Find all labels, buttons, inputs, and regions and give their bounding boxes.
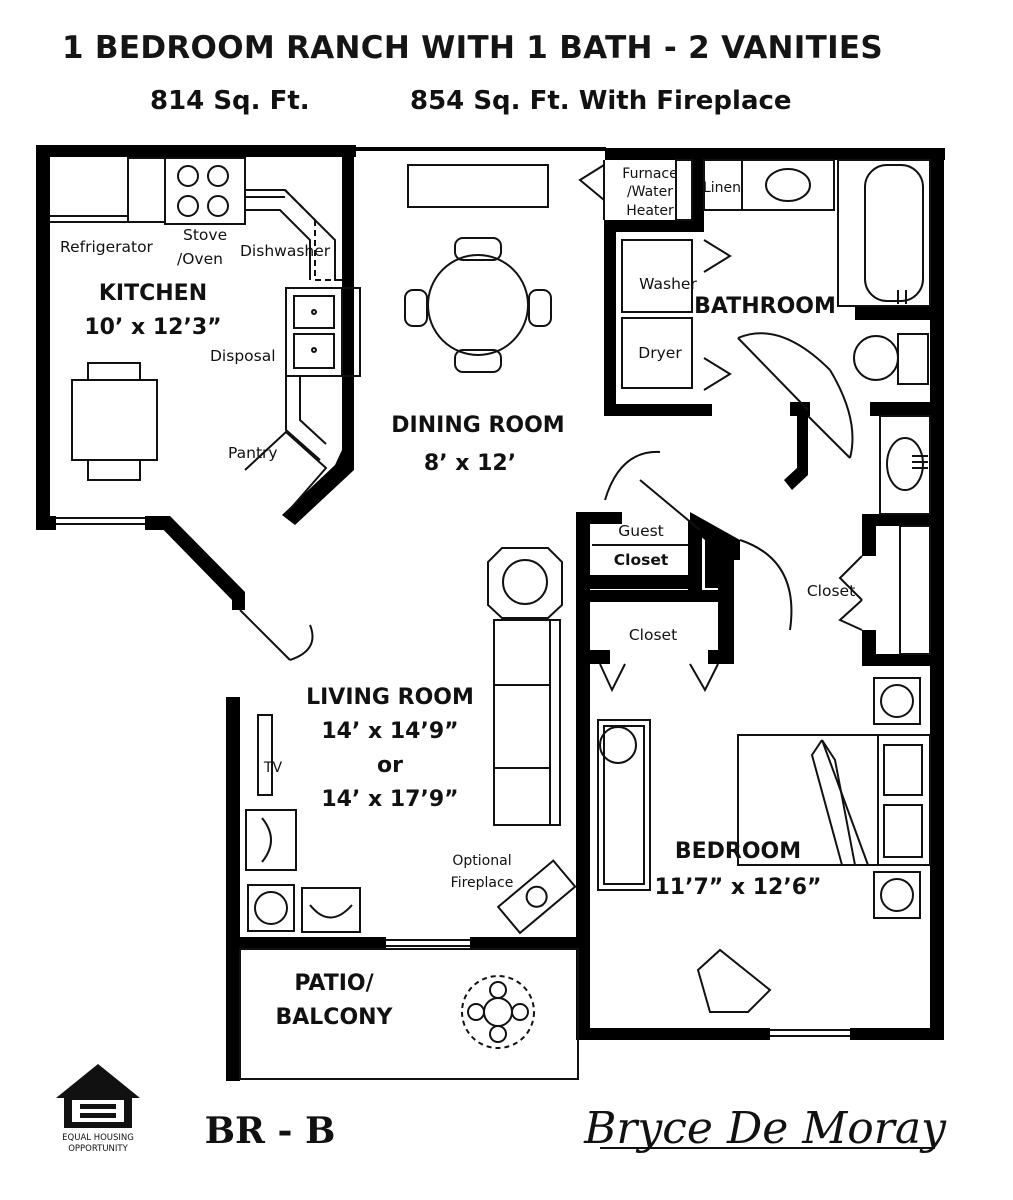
- dryer-label: Dryer: [638, 344, 682, 362]
- bathtub-icon: [837, 159, 931, 307]
- furnace-label-1: Furnace: [622, 166, 677, 182]
- plan-code: BR - B: [205, 1110, 336, 1152]
- washer-icon: [621, 239, 693, 313]
- dining-size: 8’ x 12’: [424, 451, 516, 476]
- furnace-label-2: /Water: [627, 184, 673, 200]
- patio-line2: BALCONY: [275, 1005, 393, 1030]
- bedroom-size: 11’7” x 12’6”: [655, 875, 822, 900]
- brand-logo: Bryce De Moray: [583, 1103, 947, 1154]
- kitchen-table-icon: [71, 379, 158, 461]
- tv-label: TV: [263, 760, 283, 776]
- chair-icon: [696, 948, 772, 1013]
- fireplace-icon: [496, 859, 577, 935]
- dryer-icon: [621, 317, 693, 389]
- patio-line1: PATIO/: [294, 971, 374, 996]
- bench-icon: [407, 164, 549, 208]
- fixture-labels: Refrigerator Stove /Oven Dishwasher Disp…: [60, 166, 855, 891]
- walls: [36, 145, 945, 1081]
- square-footage-fireplace: 854 Sq. Ft. With Fireplace: [410, 86, 792, 116]
- eho-line2: OPPORTUNITY: [68, 1144, 128, 1154]
- dining-table-icon: [427, 254, 529, 356]
- dishwasher-label: Dishwasher: [240, 242, 331, 260]
- fixtures: [50, 157, 931, 1080]
- room-labels: KITCHEN 10’ x 12’3” DINING ROOM 8’ x 12’…: [84, 281, 835, 1030]
- eho-line1: EQUAL HOUSING: [62, 1133, 134, 1143]
- bedroom-closet-label: Closet: [629, 626, 677, 644]
- vanity2-icon: [879, 415, 931, 515]
- dining-name: DINING ROOM: [391, 413, 564, 438]
- dresser-icon: [597, 719, 651, 891]
- living-or: or: [377, 753, 403, 778]
- stove-icon: [164, 157, 246, 225]
- square-footage: 814 Sq. Ft.: [150, 86, 310, 116]
- refrigerator-label: Refrigerator: [60, 238, 154, 256]
- guest-closet-label-1: Guest: [618, 522, 664, 540]
- end-table-icon: [487, 547, 563, 619]
- fireplace-label-1: Optional: [452, 853, 511, 869]
- bathroom-name: BATHROOM: [694, 294, 836, 319]
- furnace-label-3: Heater: [626, 203, 674, 219]
- living-name: LIVING ROOM: [306, 685, 474, 710]
- washer-label: Washer: [639, 275, 697, 293]
- right-closet-label: Closet: [807, 582, 855, 600]
- bedroom-name: BEDROOM: [675, 839, 801, 864]
- vanity-icon: [741, 159, 835, 211]
- plan-title: 1 BEDROOM RANCH WITH 1 BATH - 2 VANITIES: [61, 30, 884, 66]
- kitchen-name: KITCHEN: [99, 281, 207, 306]
- kitchen-size: 10’ x 12’3”: [84, 315, 221, 340]
- tv-icon: [257, 714, 273, 796]
- oven-label: /Oven: [177, 250, 223, 268]
- living-size: 14’ x 14’9”: [321, 719, 458, 744]
- guest-closet-label-2: Closet: [614, 551, 669, 569]
- disposal-label: Disposal: [210, 347, 276, 365]
- equal-housing-logo: EQUAL HOUSING OPPORTUNITY: [56, 1064, 140, 1154]
- stove-label: Stove: [183, 226, 227, 244]
- pantry-label: Pantry: [228, 444, 278, 462]
- linen-label: Linen: [703, 180, 741, 196]
- patio-table-icon: [461, 975, 535, 1049]
- bed-icon: [737, 734, 931, 866]
- living-size-alt: 14’ x 17’9”: [321, 787, 458, 812]
- fireplace-label-2: Fireplace: [451, 875, 514, 891]
- toilet-icon: [853, 335, 899, 381]
- patio-outline: [239, 948, 579, 1080]
